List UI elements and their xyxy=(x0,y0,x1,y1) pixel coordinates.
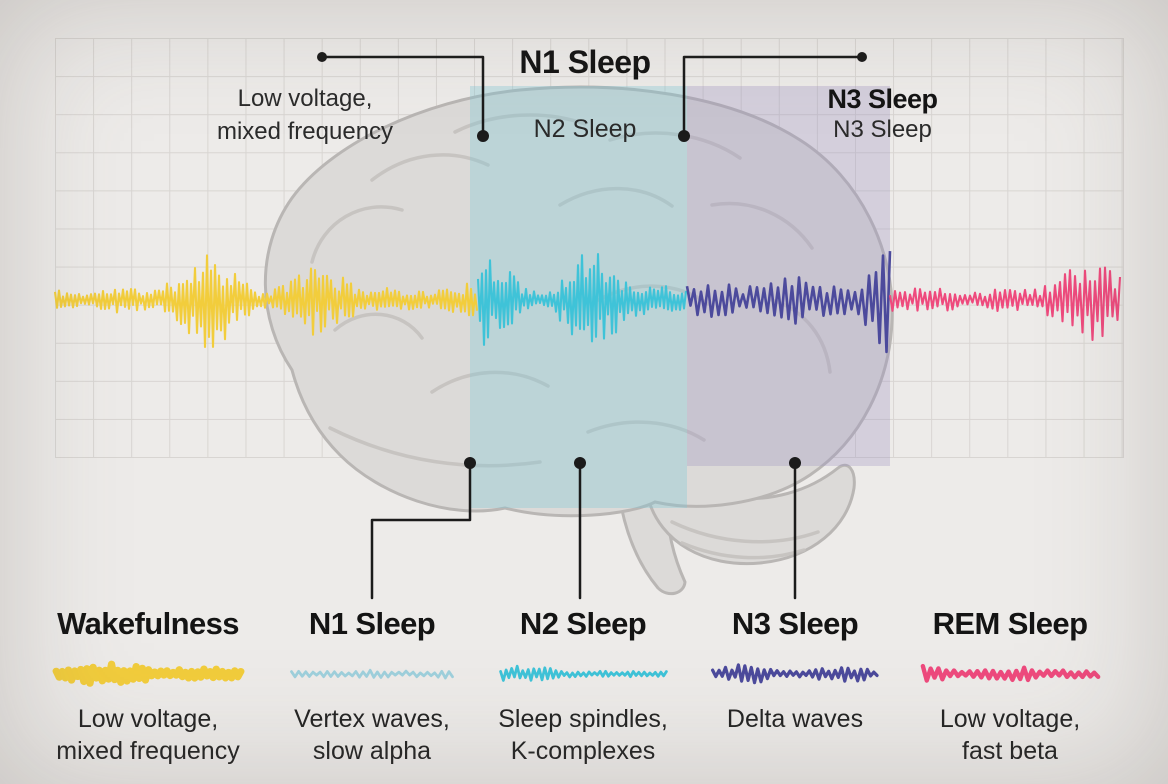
legend-item-n3: N3 Sleep Delta waves xyxy=(702,606,888,735)
legend-title: N1 Sleep xyxy=(308,606,436,641)
legend-desc-line: slow alpha xyxy=(312,737,432,765)
legend-item-rem: REM Sleep Low voltage, fast beta xyxy=(905,606,1115,767)
n1-sleep-heading: N1 Sleep xyxy=(519,44,651,80)
legend-description: Delta waves xyxy=(727,703,863,735)
legend-wave xyxy=(710,663,879,685)
legend-description: Low voltage, mixed frequency xyxy=(56,703,239,767)
brain-gyri xyxy=(310,113,832,560)
callout-dot xyxy=(574,457,586,469)
legend-desc-line: Sleep spindles, xyxy=(498,705,668,733)
callout-dot xyxy=(464,457,476,469)
callout-dot xyxy=(477,130,489,142)
callout-dot xyxy=(678,130,690,142)
legend-wave xyxy=(498,664,668,682)
n2-wave-swatch xyxy=(498,664,668,682)
callout-dot xyxy=(317,52,327,62)
eeg-segment-2 xyxy=(476,253,688,346)
legend-description: Vertex waves, slow alpha xyxy=(294,703,450,767)
callout-dot xyxy=(857,52,867,62)
n3-stage-overlay xyxy=(687,86,890,466)
legend-desc-line: Low voltage, xyxy=(939,705,1081,733)
legend-description: Sleep spindles, K-complexes xyxy=(498,703,668,767)
legend-desc-line: mixed frequency xyxy=(56,737,240,765)
legend-item-n1: N1 Sleep Vertex waves, slow alpha xyxy=(280,606,464,767)
legend-wave xyxy=(52,660,244,687)
legend-wave xyxy=(920,663,1100,683)
legend-item-wakefulness: Wakefulness Low voltage, mixed frequency xyxy=(28,606,268,767)
eeg-segment-3 xyxy=(685,251,892,354)
legend-desc-line: K-complexes xyxy=(510,737,656,765)
eeg-segment-4 xyxy=(888,266,1122,341)
callout-dot xyxy=(789,457,801,469)
wakefulness-annotation: Low voltage, mixed frequency xyxy=(160,82,450,148)
legend-title: Wakefulness xyxy=(57,606,239,641)
legend-title: REM Sleep xyxy=(932,606,1088,641)
legend-description: Low voltage, fast beta xyxy=(940,703,1080,767)
legend-desc-line: Low voltage, xyxy=(77,705,219,733)
n1-wave-swatch xyxy=(290,668,454,680)
annotation-line: Low voltage, xyxy=(237,85,373,112)
n3-sleep-heading: N3 Sleep xyxy=(827,84,938,114)
n3-wave-swatch xyxy=(710,663,879,685)
legend-item-n2: N2 Sleep Sleep spindles, K-complexes xyxy=(478,606,688,767)
legend-desc-line: Vertex waves, xyxy=(294,705,450,733)
n3-sleep-annotation: N3 Sleep xyxy=(833,116,932,143)
n1-bottom-callout-line xyxy=(370,464,472,600)
wake-callout-line xyxy=(320,55,485,133)
legend-title: N2 Sleep xyxy=(519,606,647,641)
legend-wave xyxy=(290,668,454,680)
rem-wave-swatch xyxy=(920,663,1100,683)
annotation-line: mixed frequency xyxy=(216,118,394,145)
n3-callout-line xyxy=(682,55,864,133)
legend-title: N3 Sleep xyxy=(731,606,859,641)
legend-desc-line: Delta waves xyxy=(726,705,864,733)
legend: Wakefulness Low voltage, mixed frequency… xyxy=(0,600,1168,784)
n2-sleep-annotation: N2 Sleep xyxy=(533,115,637,143)
legend-desc-line: fast beta xyxy=(962,737,1058,765)
eeg-segment-1 xyxy=(53,254,479,349)
wakefulness-wave-swatch xyxy=(52,660,244,687)
